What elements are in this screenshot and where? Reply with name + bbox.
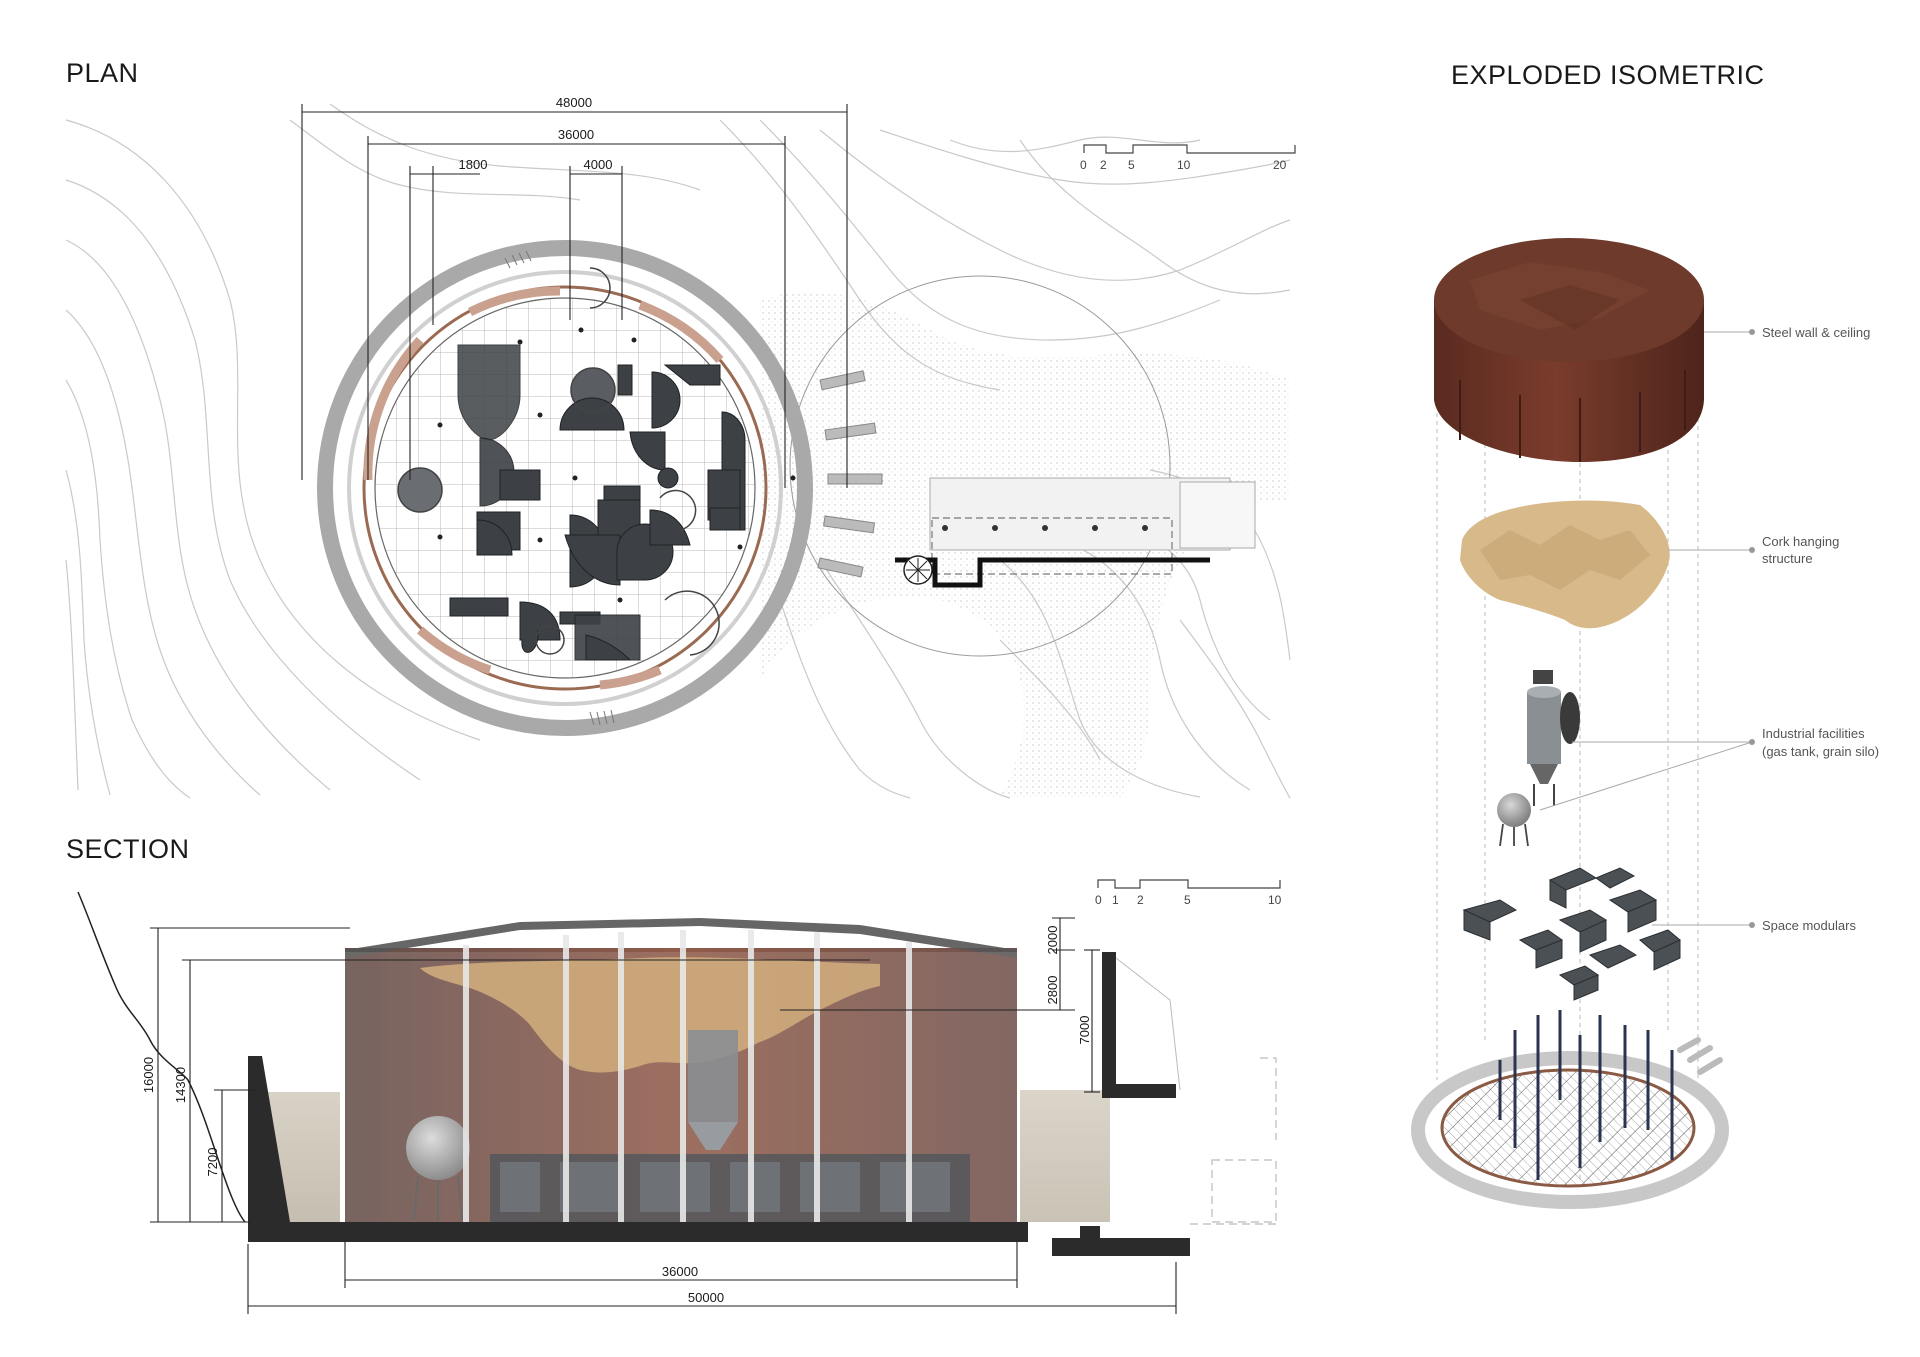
section-floor-slab	[248, 1222, 1028, 1242]
section-dim-2800: 2800	[1045, 976, 1060, 1005]
section-dim-7200: 7200	[205, 1148, 220, 1177]
plan-dimensions	[301, 104, 848, 488]
section-sphere	[406, 1116, 470, 1180]
callout-industrial-line1: Industrial facilities	[1762, 726, 1865, 741]
wall-fins	[817, 370, 883, 578]
plan-drawing: 48000 36000 1800 4000 0 2 5 10 20	[65, 95, 1296, 799]
plan-heading: PLAN	[66, 58, 139, 88]
iso-base-ring	[1411, 1051, 1729, 1209]
left-retaining-wall	[248, 1056, 290, 1222]
entrance-corridor	[895, 477, 1256, 588]
section-scale-tick: 1	[1112, 893, 1119, 907]
ring-stairs	[504, 250, 615, 726]
section-dim-14300: 14300	[173, 1067, 188, 1103]
section-dim-50000: 50000	[688, 1290, 724, 1305]
callout-space-modulars: Space modulars	[1762, 918, 1856, 933]
section-dim-16000: 16000	[141, 1057, 156, 1093]
section-columns	[463, 930, 912, 1222]
section-scale-tick: 10	[1268, 893, 1282, 907]
callout-cork-line2: structure	[1762, 551, 1813, 566]
plan-dim-4000: 4000	[584, 157, 613, 172]
isometric-drawing: Steel wall & ceiling Cork hanging struct…	[1411, 238, 1879, 1209]
site-circle	[789, 275, 1171, 657]
section-scale-bar	[1097, 879, 1281, 889]
section-scale-tick: 2	[1137, 893, 1144, 907]
callout-industrial-line2: (gas tank, grain silo)	[1762, 744, 1879, 759]
wood-ring	[362, 285, 768, 691]
plan-dim-48000: 48000	[556, 95, 592, 110]
section-vertical-dims	[150, 917, 1100, 1223]
callout-steel-wall: Steel wall & ceiling	[1762, 325, 1870, 340]
plan-scale-tick: 20	[1273, 158, 1287, 172]
plan-dim-36000: 36000	[558, 127, 594, 142]
section-dim-2000: 2000	[1045, 926, 1060, 955]
section-cork	[420, 957, 880, 1073]
section-scale-tick: 5	[1184, 893, 1191, 907]
plan-scale-bar	[1083, 144, 1296, 154]
section-heading: SECTION	[66, 834, 190, 864]
plan-scale-tick: 2	[1100, 158, 1107, 172]
isometric-heading: EXPLODED ISOMETRIC	[1451, 60, 1765, 90]
iso-gas-tank	[1497, 793, 1531, 847]
section-horizontal-dims	[247, 1240, 1177, 1314]
section-scale-tick: 0	[1095, 893, 1102, 907]
plan-space-modules	[397, 344, 746, 661]
plan-dim-1800: 1800	[459, 157, 488, 172]
section-drawing: 16000 14300 7200 2000 2800 7000 36000 50…	[77, 879, 1282, 1314]
iso-space-modules	[1462, 867, 1681, 1001]
plan-scale-tick: 0	[1080, 158, 1087, 172]
iso-steel-drum	[1434, 238, 1704, 462]
iso-columns	[1498, 1010, 1674, 1180]
iso-grain-silo	[1527, 670, 1580, 806]
iso-callout-leaders	[1539, 331, 1753, 926]
section-terrain-line	[77, 891, 246, 1223]
plan-scale-tick: 10	[1177, 158, 1191, 172]
callout-cork-line1: Cork hanging	[1762, 534, 1839, 549]
outer-wall-ring	[317, 240, 813, 736]
plan-scale-tick: 5	[1128, 158, 1135, 172]
section-dim-7000: 7000	[1077, 1016, 1092, 1045]
section-dim-36000: 36000	[662, 1264, 698, 1279]
